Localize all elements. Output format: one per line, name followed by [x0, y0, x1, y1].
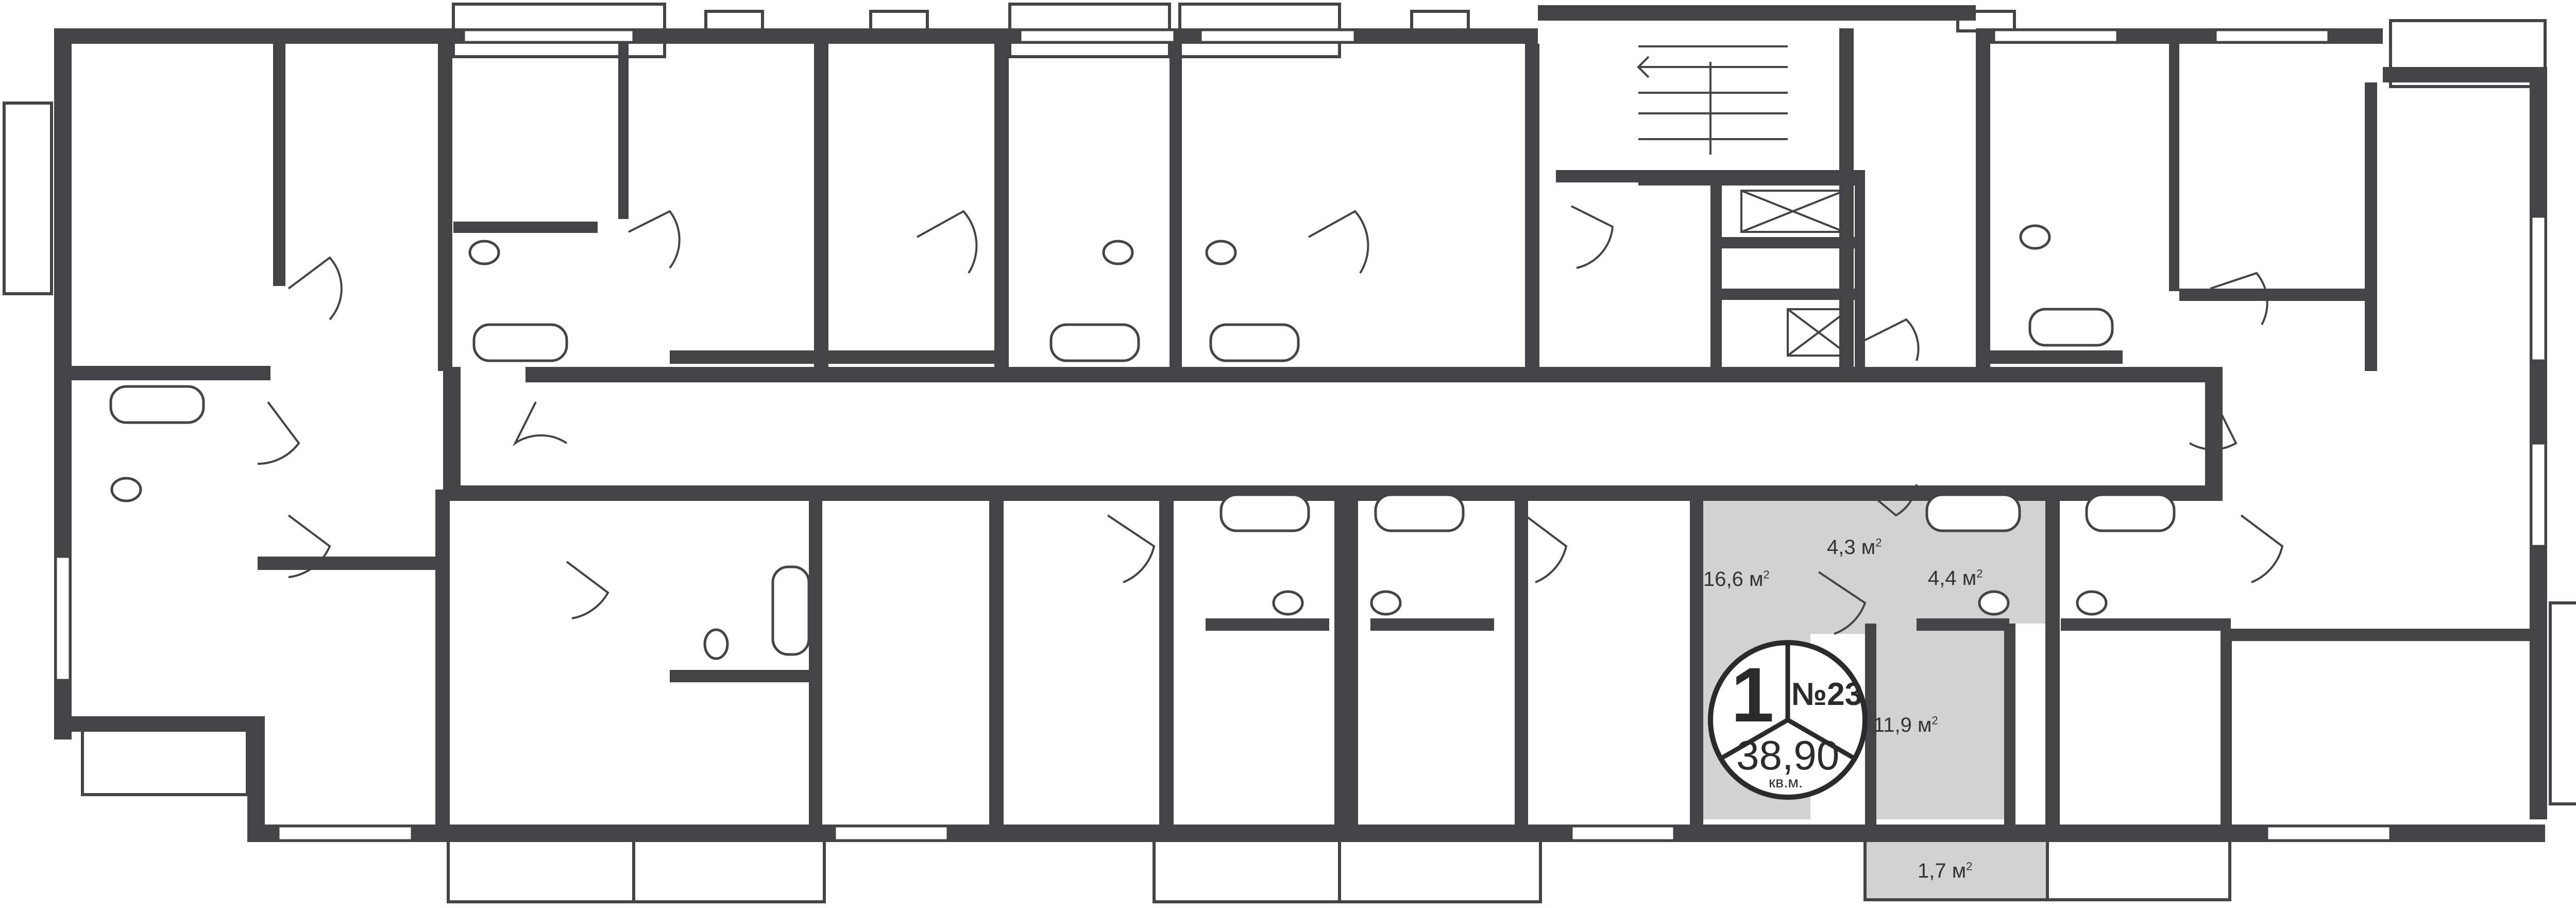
interior-walls: [54, 28, 2535, 830]
total-area: 38,90: [1736, 732, 1840, 778]
kitchen-area-unit: м: [1918, 714, 1932, 736]
lift-shafts: [1740, 190, 1851, 357]
corridor-walls: [443, 367, 2223, 501]
hall-area-unit: м: [1861, 536, 1876, 559]
kitchen-area-value: 11,9: [1873, 714, 1912, 736]
kitchen-fill: [1873, 624, 2007, 819]
apartment-badge: 1 №23 38,90 кв.м.: [1703, 635, 1873, 805]
balcony-area-unit: м: [1952, 860, 1967, 882]
kitchen-area-sup: 2: [1931, 714, 1938, 727]
top-balconies: [3, 3, 2547, 295]
total-area-unit: кв.м.: [1769, 774, 1803, 791]
fixtures: [109, 224, 2176, 660]
bathroom-area-label: 4,4 м2: [1928, 567, 1982, 590]
balcony-area-label: 1,7 м2: [1918, 860, 1972, 883]
bottom-balconies: [81, 601, 2576, 903]
bath-area-value: 4,4: [1928, 567, 1957, 590]
door-swings: [257, 205, 2284, 635]
living-area-sup: 2: [1763, 568, 1770, 581]
living-area-unit: м: [1749, 568, 1764, 591]
living-area-value: 16,6: [1703, 568, 1743, 591]
living-room-area-label: 16,6 м2: [1703, 568, 1770, 591]
balcony-fill: [1865, 839, 2047, 900]
outer-walls: [54, 5, 2547, 842]
rooms-count: 1: [1731, 651, 1774, 738]
stairs: [1637, 45, 1788, 155]
hall-area-label: 4,3 м2: [1827, 536, 1882, 559]
apartment-number: №23: [1791, 677, 1863, 712]
balcony-area-value: 1,7: [1918, 860, 1946, 882]
hall-area-value: 4,3: [1827, 536, 1856, 559]
bath-area-sup: 2: [1976, 567, 1983, 580]
hall-area-sup: 2: [1875, 536, 1882, 549]
window-gaps: [54, 28, 2547, 842]
badge-circle: [1708, 640, 1868, 800]
balcony-area-sup: 2: [1966, 860, 1973, 873]
kitchen-area-label: 11,9 м2: [1873, 714, 1938, 737]
bath-area-unit: м: [1962, 567, 1977, 590]
